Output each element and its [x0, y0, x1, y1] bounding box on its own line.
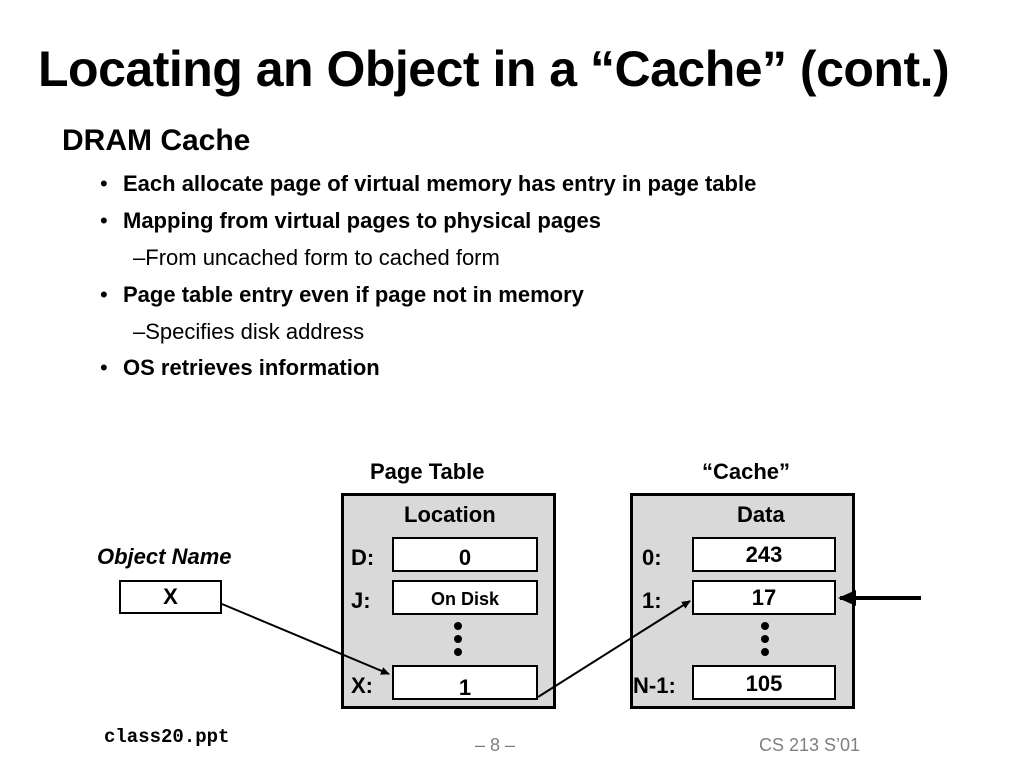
bullet-glyph: • — [100, 208, 108, 233]
footer-page-number: – 8 – — [475, 735, 516, 755]
page-table-to-cache-arrow — [537, 600, 691, 698]
cache-key: N-1: — [633, 673, 676, 698]
ellipsis-dot — [761, 622, 769, 630]
page-table-entry: 1 — [392, 665, 538, 700]
cache-key: 1: — [642, 588, 662, 613]
sub-bullet-item: –Specifies disk address — [133, 319, 364, 345]
footer-course: CS 213 S’01 — [759, 735, 861, 755]
sub-bullet-text: From uncached form to cached form — [145, 245, 500, 270]
ellipsis-dot — [761, 635, 769, 643]
bullet-text: Page table entry even if page not in mem… — [123, 282, 584, 307]
bullet-text: Mapping from virtual pages to physical p… — [123, 208, 601, 233]
footer-filename: class20.ppt — [104, 726, 230, 748]
sub-bullet-glyph: – — [133, 319, 146, 344]
page-table-entry: 0 — [392, 537, 538, 572]
page-table-entry: On Disk — [392, 580, 538, 615]
page-table-key: D: — [351, 545, 375, 570]
bullet-item: • Each allocate page of virtual memory ha… — [100, 171, 756, 197]
bullet-item: • Page table entry even if page not in me… — [100, 282, 584, 308]
sub-bullet-item: –From uncached form to cached form — [133, 245, 500, 271]
bullet-text: Each allocate page of virtual memory has… — [123, 171, 757, 196]
cache-key: 0: — [642, 545, 662, 570]
bullet-glyph: • — [100, 171, 108, 196]
sub-bullet-text: Specifies disk address — [145, 319, 365, 344]
cache-entry: 243 — [692, 537, 836, 572]
ellipsis-dot — [454, 622, 462, 630]
object-name-box: X — [119, 580, 222, 614]
bullet-glyph: • — [100, 282, 108, 307]
section-heading: DRAM Cache — [62, 124, 251, 157]
bullet-glyph: • — [100, 355, 108, 380]
page-table-key: X: — [351, 673, 373, 698]
ellipsis-dot — [454, 648, 462, 656]
cache-column-header: Data — [737, 502, 785, 527]
ellipsis-dot — [761, 648, 769, 656]
object-to-page-table-arrow — [221, 603, 390, 675]
slide-title: Locating an Object in a “Cache” (cont.) — [38, 41, 950, 97]
cache-entry: 105 — [692, 665, 836, 700]
sub-bullet-glyph: – — [133, 245, 146, 270]
cache-title: “Cache” — [702, 459, 791, 484]
page-table-key: J: — [351, 588, 371, 613]
page-table-column-header: Location — [404, 502, 496, 527]
bullet-item: • Mapping from virtual pages to physical … — [100, 208, 601, 234]
cache-entry: 17 — [692, 580, 836, 615]
ellipsis-dot — [454, 635, 462, 643]
object-name-label: Object Name — [97, 544, 232, 569]
bullet-text: OS retrieves information — [123, 355, 380, 380]
bullet-item: • OS retrieves information — [100, 355, 380, 381]
page-table-title: Page Table — [370, 459, 485, 484]
